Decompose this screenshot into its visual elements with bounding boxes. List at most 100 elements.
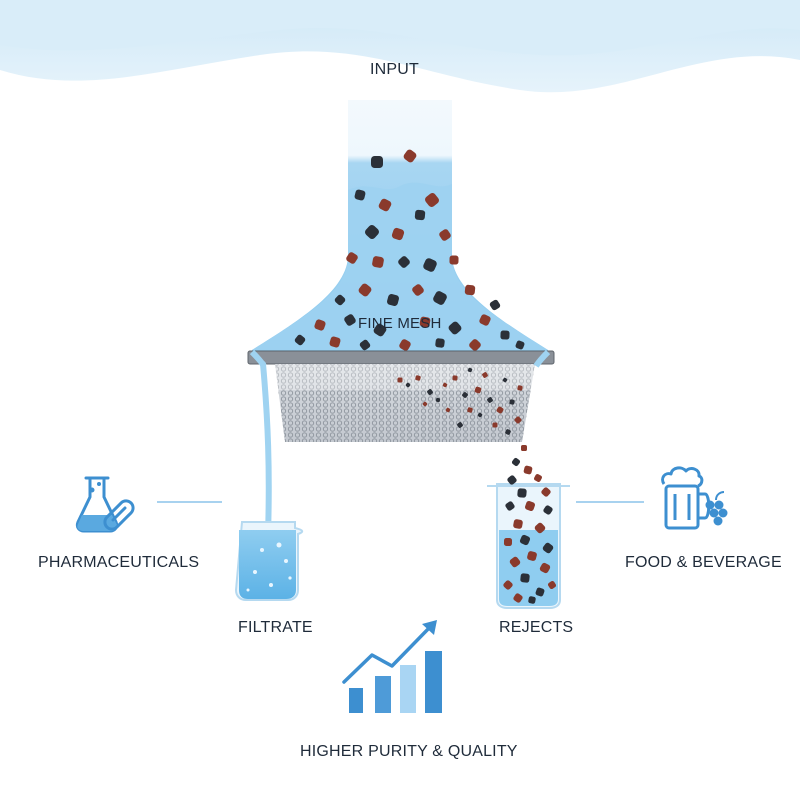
particle xyxy=(398,256,410,268)
reject-particles xyxy=(503,445,557,604)
particle xyxy=(462,392,468,398)
beer-mug-and-grapes-icon xyxy=(661,466,728,530)
particle xyxy=(422,401,428,407)
particle xyxy=(513,593,523,603)
particle xyxy=(474,386,482,394)
background-waves xyxy=(0,0,800,93)
particle xyxy=(359,339,371,351)
particle xyxy=(344,314,356,326)
filtrate-stream xyxy=(260,361,272,538)
particle xyxy=(358,283,372,297)
particle xyxy=(372,256,384,268)
particle xyxy=(479,314,491,326)
particle xyxy=(477,412,483,418)
particle xyxy=(517,488,527,498)
particle xyxy=(521,445,527,451)
particle xyxy=(534,522,546,534)
particle xyxy=(346,252,358,264)
particle xyxy=(354,189,366,201)
particle xyxy=(519,534,531,546)
particle xyxy=(445,407,451,413)
particle xyxy=(294,334,306,346)
fine-mesh-label: FINE MESH xyxy=(358,315,442,332)
fine-mesh xyxy=(275,364,535,442)
particle xyxy=(500,330,510,340)
particle xyxy=(509,399,515,405)
filtrate-beaker xyxy=(234,521,304,601)
particle xyxy=(467,407,473,413)
particle xyxy=(457,422,463,428)
particle xyxy=(414,209,426,221)
particle xyxy=(448,321,462,335)
particle xyxy=(387,294,399,306)
particle xyxy=(378,198,392,212)
trapped-particles xyxy=(397,367,523,435)
particle xyxy=(423,258,437,272)
particle xyxy=(365,225,379,239)
particle xyxy=(435,338,445,348)
particle xyxy=(547,580,557,590)
particle xyxy=(543,505,553,515)
particle xyxy=(397,377,403,383)
particle xyxy=(419,316,431,328)
particle xyxy=(503,537,513,547)
particle xyxy=(509,556,521,568)
purity-label: HIGHER PURITY & QUALITY xyxy=(300,743,518,760)
particle xyxy=(527,551,537,561)
particle xyxy=(487,397,493,403)
particle xyxy=(505,429,511,435)
particle xyxy=(535,587,545,597)
particle xyxy=(433,291,447,305)
bar-chart-rising-arrow-icon xyxy=(342,620,442,713)
particle xyxy=(449,255,459,265)
particle xyxy=(464,284,476,296)
particle xyxy=(496,406,504,414)
particle xyxy=(415,375,421,381)
funnel-particles xyxy=(294,149,525,351)
input-label: INPUT xyxy=(370,61,419,78)
particle xyxy=(334,294,346,306)
particle xyxy=(514,416,522,424)
particle xyxy=(534,474,542,482)
particle xyxy=(503,580,513,590)
particle xyxy=(399,339,411,351)
particle xyxy=(452,375,458,381)
particle xyxy=(435,397,441,403)
particle xyxy=(412,284,424,296)
particle xyxy=(517,385,523,391)
particle xyxy=(482,372,488,378)
particle xyxy=(391,227,405,241)
food-beverage-label: FOOD & BEVERAGE xyxy=(625,554,782,571)
flask-and-capsule-icon xyxy=(75,476,135,533)
mesh-frame xyxy=(247,350,555,365)
particle xyxy=(329,336,341,348)
particle xyxy=(513,519,523,529)
rejects-label: REJECTS xyxy=(499,619,574,636)
particle xyxy=(492,422,498,428)
particle xyxy=(507,475,517,485)
filtrate-label: FILTRATE xyxy=(238,619,313,636)
particle xyxy=(439,229,451,241)
particle xyxy=(539,562,551,574)
particle xyxy=(542,542,554,554)
particle xyxy=(515,340,525,350)
particle xyxy=(525,501,535,511)
particle xyxy=(425,193,439,207)
particle xyxy=(489,299,501,311)
particle xyxy=(523,465,533,475)
particle xyxy=(442,382,448,388)
particle xyxy=(405,382,411,388)
particle xyxy=(541,487,551,497)
particle xyxy=(520,573,530,583)
particle xyxy=(427,389,433,395)
particle xyxy=(371,156,383,168)
particle xyxy=(511,457,521,467)
pharmaceuticals-label: PHARMACEUTICALS xyxy=(38,554,200,571)
particle xyxy=(373,323,387,337)
particle xyxy=(502,377,508,383)
particle xyxy=(314,319,326,331)
funnel xyxy=(252,100,548,352)
particle xyxy=(528,596,536,604)
particle xyxy=(467,367,473,373)
